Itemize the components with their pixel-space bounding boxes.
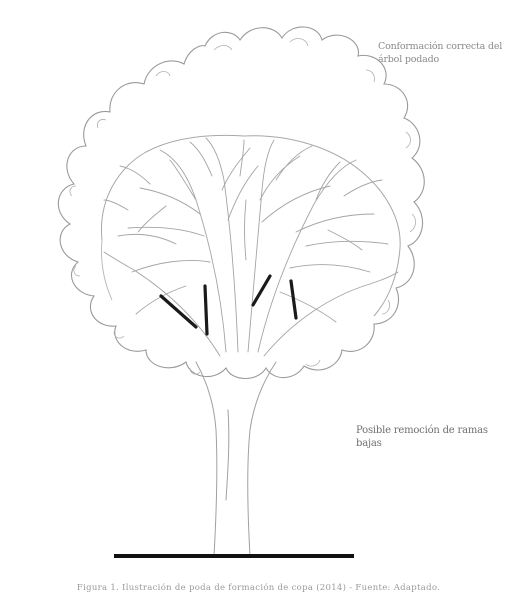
cut-mark-2 — [205, 286, 207, 334]
trunk — [196, 362, 276, 556]
figure-caption: Figura 1. Ilustración de poda de formaci… — [0, 583, 517, 593]
branch-structure — [104, 138, 398, 356]
cut-mark-3 — [253, 276, 270, 305]
cut-mark-4 — [291, 281, 296, 318]
cut-mark-1 — [161, 296, 196, 327]
inner-canopy-lower-edge — [101, 240, 112, 300]
pruning-cut-marks — [161, 276, 296, 334]
canopy-label: Conformación correcta del árbol podado — [378, 40, 517, 66]
cut-label: Posible remoción de ramas bajas — [356, 424, 506, 450]
ground-line — [114, 554, 354, 558]
